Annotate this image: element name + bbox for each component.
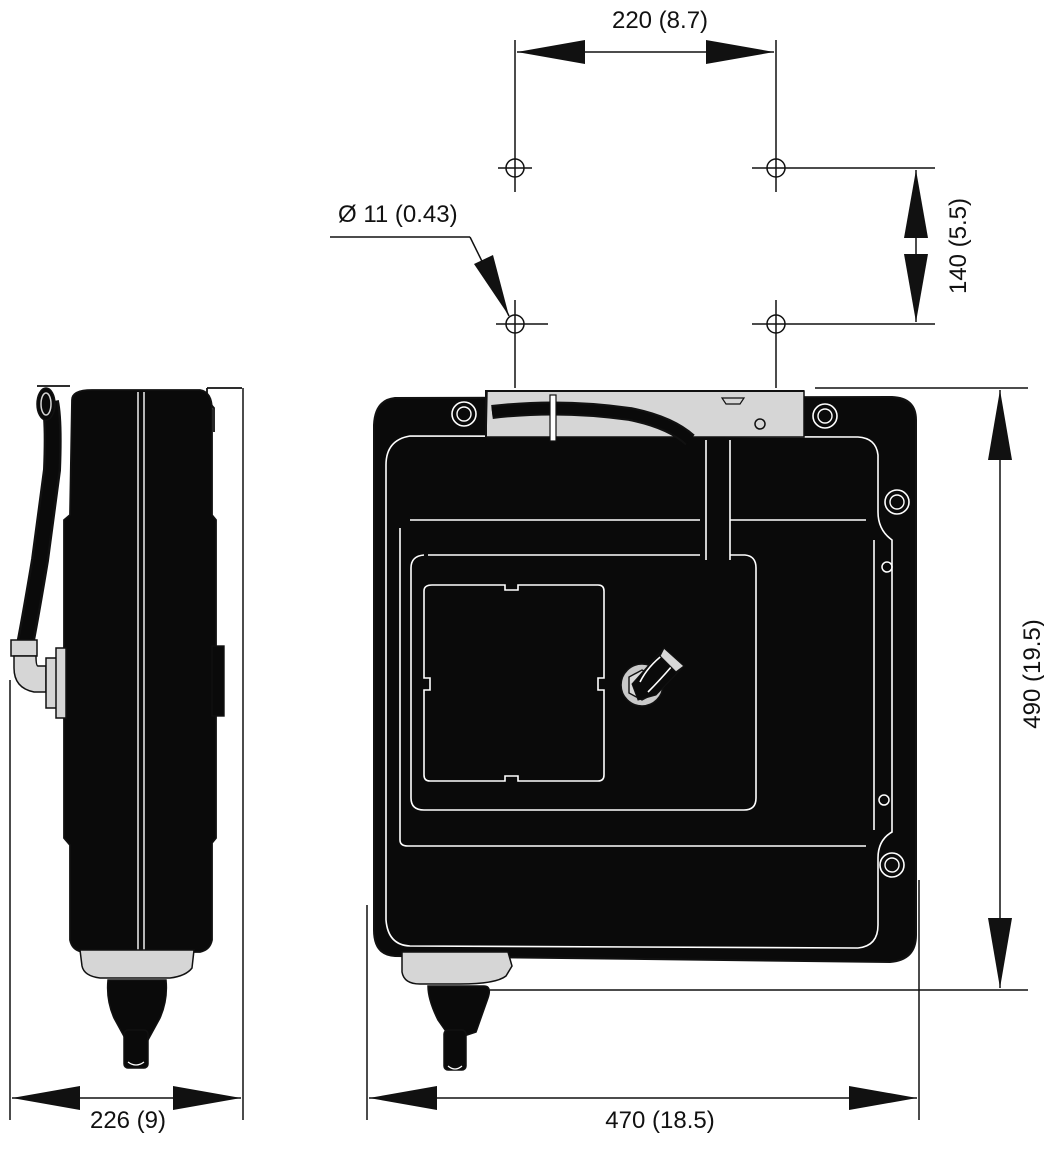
- dim-label-diameter: Ø 11 (0.43): [338, 201, 458, 228]
- dim-label-226: 226 (9): [90, 1107, 166, 1134]
- dim-arrow-top: [904, 170, 928, 238]
- dim-height: 490 (19.5): [988, 390, 1044, 988]
- dim-label-220: 220 (8.7): [612, 7, 708, 34]
- side-hose-outlet: [79, 949, 195, 1069]
- dim-arrow-right: [173, 1086, 241, 1110]
- front-panel-outline: [399, 519, 875, 847]
- dim-arrow-right: [849, 1086, 917, 1110]
- side-housing: [63, 389, 217, 953]
- front-housing-inner-outline: [385, 435, 893, 949]
- screw-top-left: [451, 401, 477, 427]
- dim-arrow-top: [988, 390, 1012, 460]
- dim-hole-diameter: Ø 11 (0.43): [330, 201, 510, 317]
- dim-arrow-bottom: [988, 918, 1012, 988]
- mounting-hole-pattern: [496, 40, 935, 388]
- mounting-hole-bottom-left: [496, 300, 548, 388]
- rivet-right-upper: [881, 561, 893, 573]
- side-elbow-fitting: [10, 639, 67, 719]
- front-label-window: [423, 584, 605, 782]
- dim-label-140: 140 (5.5): [945, 198, 972, 294]
- screw-right-upper: [884, 489, 910, 515]
- dim-arrow-left: [12, 1086, 80, 1110]
- side-view: [9, 385, 244, 1120]
- dim-arrow-left: [369, 1086, 437, 1110]
- dim-front-width: 470 (18.5): [369, 1086, 917, 1134]
- screw-right-lower: [879, 852, 905, 878]
- dim-arrow-left: [517, 40, 585, 64]
- front-view: [366, 387, 1028, 1120]
- screw-top-right: [812, 403, 838, 429]
- front-mounting-bracket: [485, 390, 805, 446]
- dim-hole-spacing-vertical: 140 (5.5): [904, 170, 972, 322]
- dim-hole-spacing-horizontal: 220 (8.7): [517, 7, 774, 64]
- front-hose-outlet: [401, 951, 513, 1071]
- center-hub: [620, 647, 685, 707]
- dim-arrow-right: [706, 40, 774, 64]
- side-hose-coupling: [36, 387, 56, 421]
- dim-label-490: 490 (19.5): [1019, 619, 1044, 728]
- dim-side-depth: 226 (9): [12, 1086, 241, 1134]
- dim-arrow-bottom: [904, 254, 928, 322]
- front-label-outline: [410, 554, 757, 811]
- leader-arrow: [474, 255, 509, 316]
- side-housing-seam: [137, 392, 145, 950]
- mounting-hole-top-right: [752, 40, 935, 192]
- rivet-right-lower: [878, 794, 890, 806]
- mounting-hole-bottom-right: [752, 300, 935, 388]
- side-housing-clip: [211, 645, 225, 717]
- mounting-hole-top-left: [498, 40, 532, 192]
- dim-label-470: 470 (18.5): [605, 1107, 714, 1134]
